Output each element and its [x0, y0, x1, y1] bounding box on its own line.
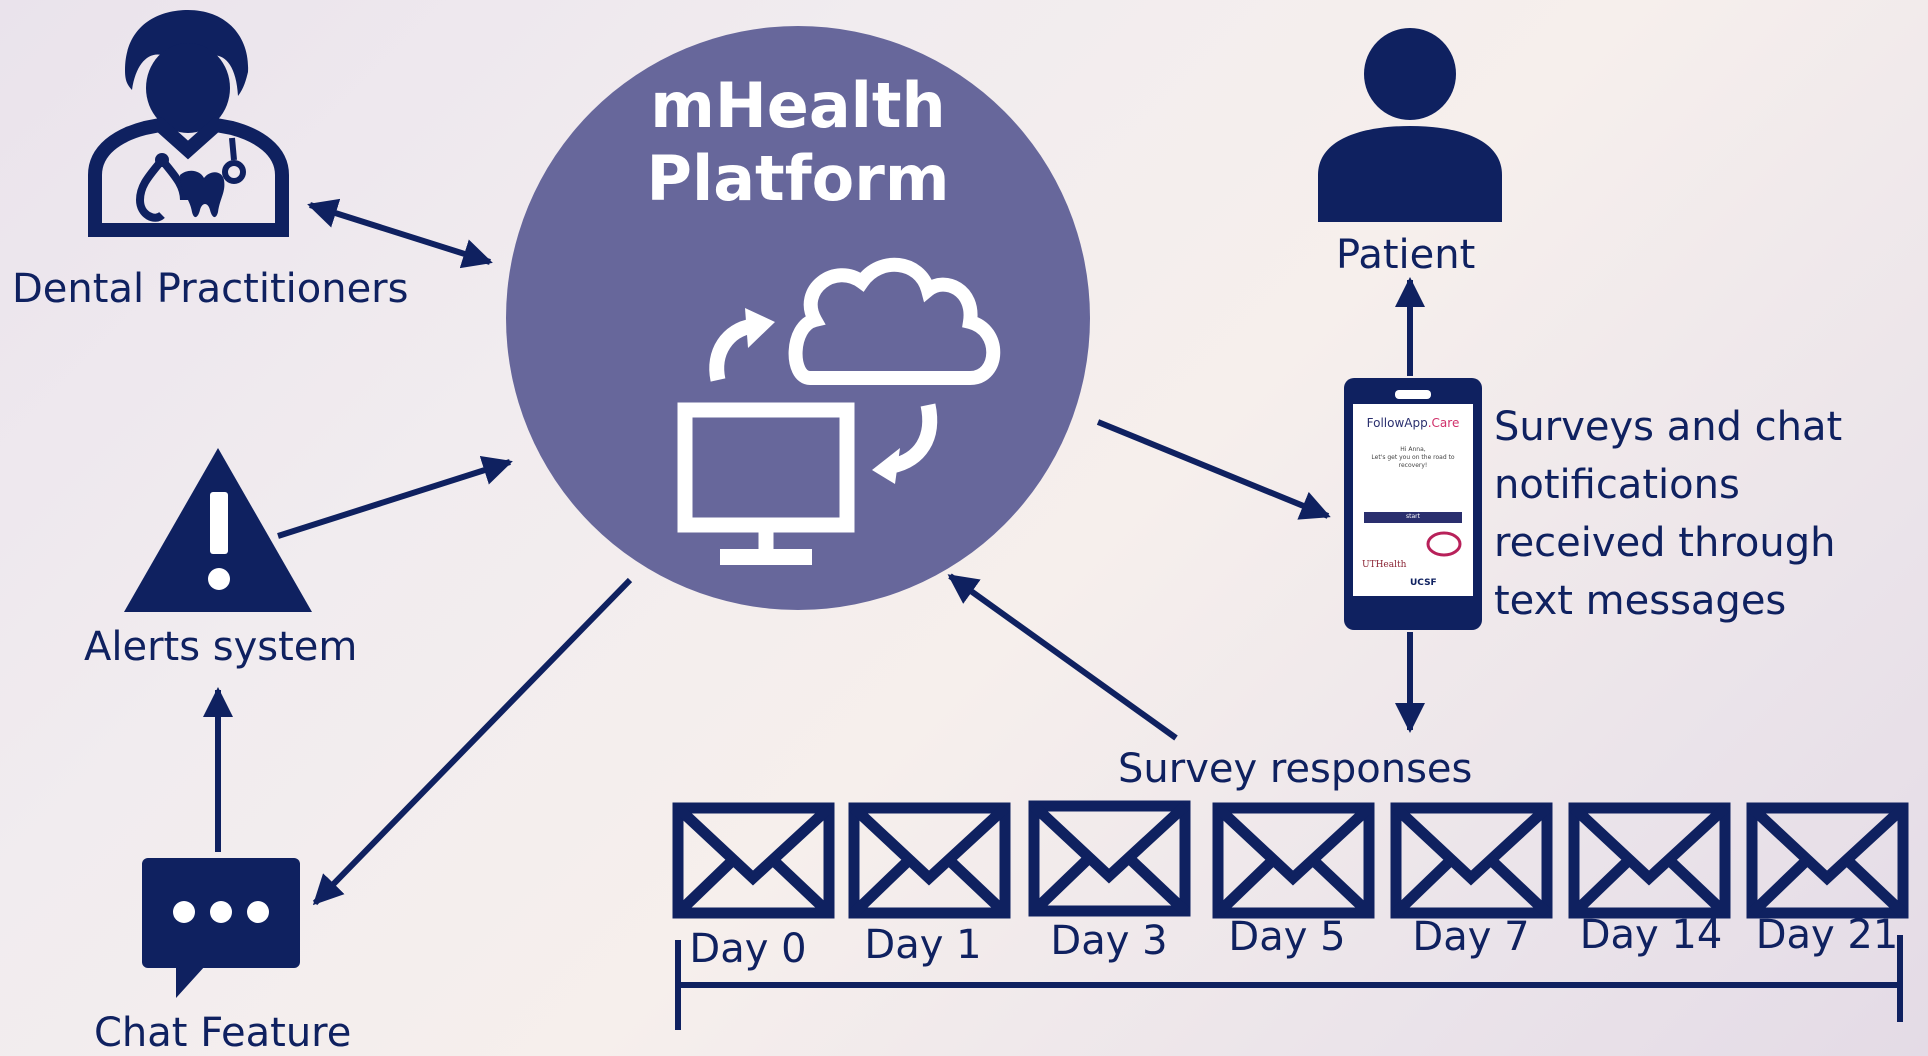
alerts-system-label: Alerts system	[84, 624, 358, 670]
hub-title-line2: Platform	[646, 141, 950, 215]
chat-bubble-icon	[142, 858, 300, 998]
phone-logo-uthealth: UTHealth	[1362, 560, 1407, 570]
notifications-label: Surveys and chat notifications received …	[1494, 398, 1842, 630]
notifications-line3: received through	[1494, 520, 1836, 566]
phone-logo-ucsf: UCSF	[1410, 578, 1437, 588]
day-label: Day 21	[1755, 912, 1899, 958]
day-label: Day 0	[689, 926, 807, 972]
phone-start-button: start	[1406, 513, 1420, 520]
day-label: Day 5	[1228, 914, 1346, 960]
hub-title: mHealth Platform	[598, 69, 998, 215]
envelope-icon	[1390, 802, 1553, 919]
envelope-icon	[848, 802, 1011, 919]
phone-greeting: Hi Anna, Let's get you on the road to re…	[1353, 446, 1473, 470]
person-icon	[1318, 28, 1502, 222]
phone-greeting-line2: Let's get you on the road to	[1371, 454, 1455, 461]
timeline-axis	[675, 935, 1903, 1030]
envelope-icon	[1212, 802, 1375, 919]
envelope-icon	[1568, 802, 1731, 919]
hub-title-line1: mHealth	[650, 69, 946, 142]
day-label: Day 1	[864, 922, 982, 968]
phone-brand-prefix: FollowApp	[1366, 416, 1428, 430]
arrow-hub-chat	[312, 577, 633, 906]
cloud-sync-icon	[677, 257, 1001, 565]
chat-feature-label: Chat Feature	[94, 1010, 352, 1056]
day-label: Day 14	[1579, 912, 1723, 958]
notifications-line1: Surveys and chat	[1494, 404, 1843, 450]
connector-arrows	[203, 198, 1425, 906]
hub-circle	[506, 26, 1090, 610]
warning-icon	[124, 448, 312, 612]
notifications-line2: notifications	[1494, 462, 1740, 508]
envelope-icon	[1028, 800, 1191, 917]
arrow-dental-hub	[307, 198, 493, 269]
arrow-responses-hub	[947, 573, 1178, 741]
phone-greeting-line3: recovery!	[1398, 462, 1428, 469]
envelope-icon	[1746, 802, 1909, 919]
envelope-row	[672, 800, 1909, 919]
notifications-line4: text messages	[1494, 578, 1787, 624]
day-label: Day 7	[1412, 914, 1530, 960]
day-label: Day 3	[1050, 918, 1168, 964]
dentist-icon	[88, 10, 289, 237]
arrow-hub-phone	[1096, 419, 1331, 520]
phone-brand: FollowApp.Care	[1353, 416, 1473, 430]
patient-label: Patient	[1336, 232, 1476, 278]
arrow-alerts-hub	[277, 455, 513, 539]
smartphone-icon	[1344, 378, 1482, 630]
survey-responses-label: Survey responses	[1118, 746, 1473, 792]
phone-greeting-line1: Hi Anna,	[1400, 446, 1426, 453]
phone-brand-suffix: .Care	[1427, 416, 1460, 430]
dental-practitioners-label: Dental Practitioners	[12, 266, 409, 312]
envelope-icon	[672, 802, 835, 919]
